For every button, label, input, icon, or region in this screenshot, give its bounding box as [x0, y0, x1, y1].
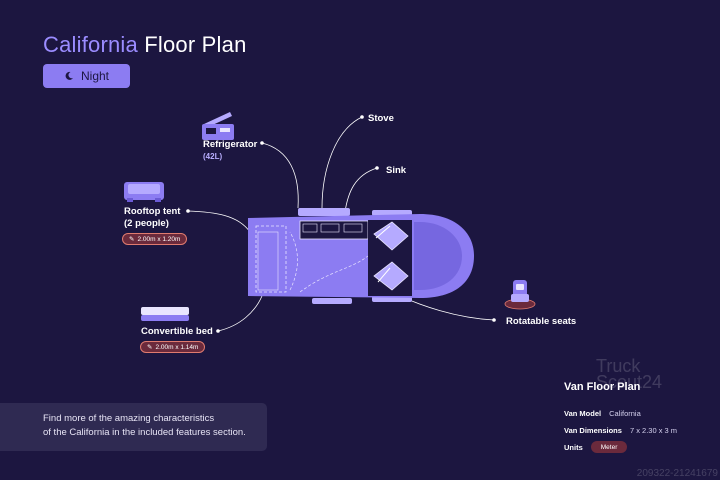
rooftop-tent-dimensions: ✎ 2.00m x 1.20m [122, 233, 188, 245]
units-meter-button[interactable]: Meter [590, 441, 628, 453]
rotatable-seats-label: Rotatable seats [506, 316, 577, 327]
page-title: California Floor Plan [43, 32, 247, 58]
rooftop-tent-label: Rooftop tent [124, 206, 181, 217]
moon-icon [64, 71, 74, 81]
legend-model-row: Van Model California [564, 409, 641, 418]
seat-icon [504, 280, 536, 310]
legend-dimensions-key: Van Dimensions [564, 426, 622, 435]
legend-units-row: Units Meter [564, 441, 628, 453]
convertible-bed-dimensions: ✎ 2.00m x 1.14m [140, 341, 206, 353]
refrigerator-icon [202, 112, 234, 140]
legend-units-key: Units [564, 442, 583, 452]
night-mode-label: Night [80, 69, 109, 83]
rooftop-tent-capacity: (2 people) [124, 218, 169, 229]
legend-model-key: Van Model [564, 409, 602, 418]
callout-lines [187, 116, 495, 332]
refrigerator-capacity: (42L) [203, 152, 223, 161]
rooftop-tent-dimensions-text: 2.00m x 1.20m [137, 235, 181, 243]
rooftop-tent-icon [124, 182, 164, 202]
night-mode-button[interactable]: Night [43, 64, 130, 88]
legend-model-value: California [609, 409, 641, 418]
convertible-bed-dimensions-text: 2.00m x 1.14m [155, 343, 199, 351]
legend-title: Van Floor Plan [564, 381, 641, 393]
legend-dimensions-value: 7 x 2.30 x 3 m [629, 426, 678, 435]
title-accent: California [43, 32, 138, 57]
ruler-icon: ✎ [129, 236, 135, 243]
van-body [248, 208, 474, 304]
title-rest: Floor Plan [144, 32, 247, 57]
info-line-1: Find more of the amazing characteristics [43, 413, 215, 424]
ruler-icon: ✎ [147, 344, 153, 351]
sink-label: Sink [386, 165, 407, 176]
info-line-2: of the California in the included featur… [43, 427, 246, 438]
convertible-bed-label: Convertible bed [141, 326, 213, 337]
watermark-logo: Truck Scout24 [596, 356, 663, 392]
refrigerator-label: Refrigerator [203, 139, 258, 150]
stove-label: Stove [368, 113, 394, 124]
convertible-bed-icon [141, 307, 189, 321]
watermark-code: 209322-21241679 [636, 468, 718, 479]
info-box: Find more of the amazing characteristics… [0, 403, 267, 451]
legend-dimensions-row: Van Dimensions 7 x 2.30 x 3 m [564, 426, 677, 435]
